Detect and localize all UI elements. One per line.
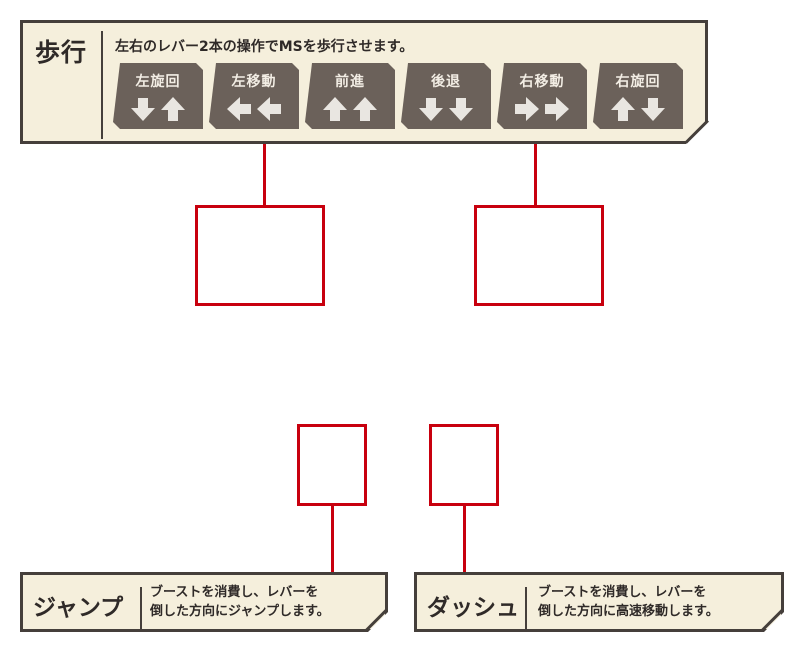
arrow-up-icon	[352, 96, 378, 122]
walk-panel: 歩行 左右のレバー2本の操作でMSを歩行させます。 左旋回 左移動 前進 後退 …	[20, 20, 708, 144]
callout-box-jump	[297, 424, 367, 506]
op-label: 前進	[335, 74, 365, 90]
arrow-up-icon	[610, 96, 636, 122]
arrow-right-icon	[544, 96, 570, 122]
op-backward: 後退	[401, 63, 491, 129]
callout-line-dash	[463, 505, 466, 573]
walk-divider	[101, 31, 103, 139]
dash-desc-line1: ブーストを消費し、レバーを	[538, 585, 707, 600]
callout-line-left	[263, 144, 266, 207]
op-label: 後退	[431, 74, 461, 90]
jump-desc-line1: ブーストを消費し、レバーを	[150, 585, 319, 600]
callout-box-right-lever	[474, 205, 604, 306]
jump-divider	[140, 587, 142, 631]
callout-box-left-lever	[195, 205, 325, 306]
dash-description: ブーストを消費し、レバーを 倒した方向に高速移動します。	[538, 583, 719, 621]
op-label: 右移動	[519, 74, 565, 90]
op-right-move: 右移動	[497, 63, 587, 129]
callout-line-right	[534, 144, 537, 207]
dash-panel: ダッシュ ブーストを消費し、レバーを 倒した方向に高速移動します。	[414, 572, 784, 632]
op-label: 右旋回	[615, 74, 661, 90]
walk-description: 左右のレバー2本の操作でMSを歩行させます。	[115, 39, 414, 55]
arrow-up-icon	[160, 96, 186, 122]
arrow-down-icon	[640, 96, 666, 122]
arrow-left-icon	[256, 96, 282, 122]
arrow-down-icon	[418, 96, 444, 122]
op-forward: 前進	[305, 63, 395, 129]
dash-desc-line2: 倒した方向に高速移動します。	[538, 604, 719, 619]
jump-desc-line2: 倒した方向にジャンプします。	[150, 604, 330, 619]
dash-title: ダッシュ	[427, 595, 519, 621]
arrow-right-icon	[514, 96, 540, 122]
op-label: 左移動	[231, 74, 277, 90]
callout-line-jump	[331, 505, 334, 573]
callout-box-dash	[429, 424, 499, 506]
op-label: 左旋回	[135, 74, 181, 90]
arrow-down-icon	[448, 96, 474, 122]
arrow-up-icon	[322, 96, 348, 122]
jump-description: ブーストを消費し、レバーを 倒した方向にジャンプします。	[150, 583, 330, 621]
op-left-move: 左移動	[209, 63, 299, 129]
arrow-left-icon	[226, 96, 252, 122]
walk-button-row: 左旋回 左移動 前進 後退 右移動 右旋回	[113, 63, 683, 129]
jump-title: ジャンプ	[33, 595, 124, 621]
jump-panel: ジャンプ ブーストを消費し、レバーを 倒した方向にジャンプします。	[20, 572, 388, 632]
dash-divider	[525, 587, 527, 631]
op-left-turn: 左旋回	[113, 63, 203, 129]
arrow-down-icon	[130, 96, 156, 122]
op-right-turn: 右旋回	[593, 63, 683, 129]
walk-title: 歩行	[35, 38, 88, 67]
